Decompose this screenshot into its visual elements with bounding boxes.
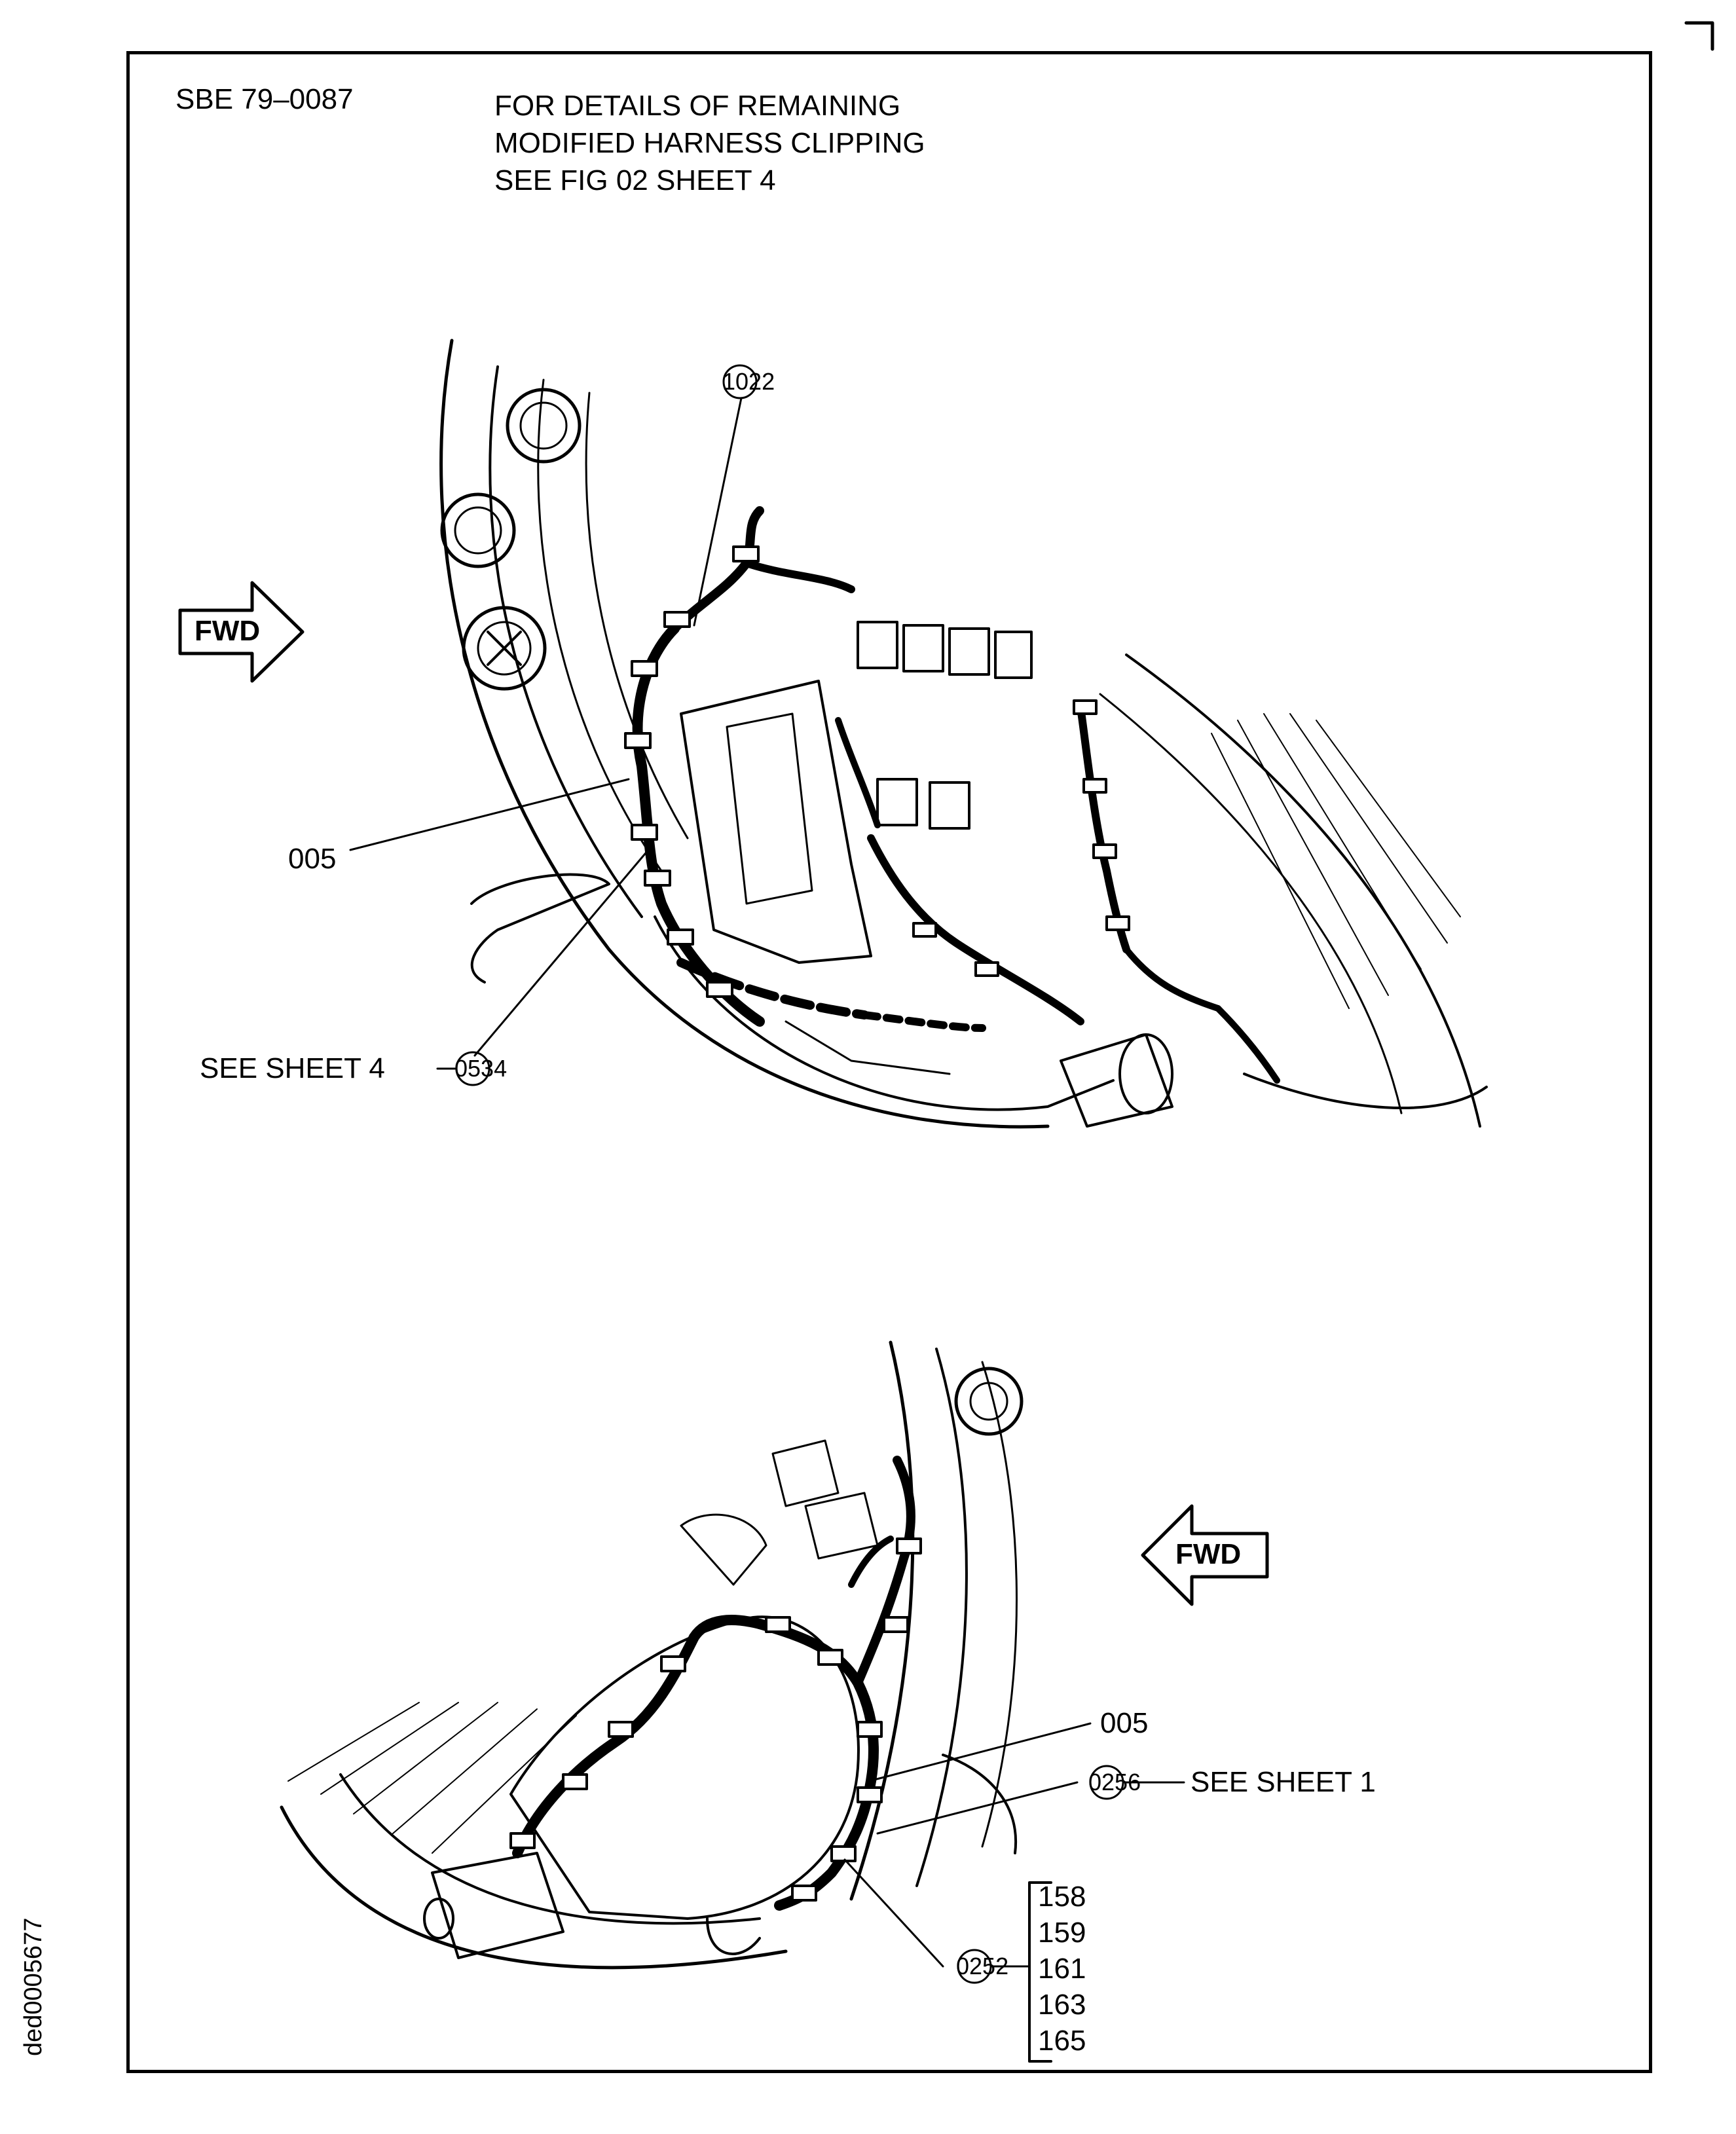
drawing-frame [126, 51, 1652, 2073]
sbe-reference: SBE 79–0087 [175, 83, 354, 115]
callout-005-top: 005 [288, 843, 337, 875]
bottom-engine-view [280, 1340, 1024, 1970]
note-line-1: FOR DETAILS OF REMAINING [494, 90, 901, 122]
part-number: 165 [1038, 2025, 1086, 2057]
note-line-3: SEE FIG 02 SHEET 4 [494, 164, 776, 196]
callout-0256: 0256 [1088, 1769, 1141, 1795]
callout-0252: 0252 [956, 1953, 1009, 1979]
see-sheet-1: SEE SHEET 1 [1191, 1766, 1376, 1798]
fwd-arrow-top [178, 581, 305, 683]
note-line-2: MODIFIED HARNESS CLIPPING [494, 127, 925, 159]
callout-1022: 1022 [722, 368, 775, 395]
corner-mark [1684, 21, 1714, 51]
see-sheet-4: SEE SHEET 4 [200, 1052, 385, 1084]
fwd-label-top: FWD [194, 615, 261, 647]
part-number: 158 [1038, 1881, 1086, 1913]
callout-0534: 0534 [454, 1055, 508, 1082]
part-number: 159 [1038, 1917, 1086, 1949]
part-number: 161 [1038, 1953, 1086, 1985]
part-number: 163 [1038, 1989, 1086, 2021]
top-engine-view [439, 339, 1488, 1129]
fwd-label-bottom: FWD [1175, 1538, 1242, 1570]
document-id: ded0005677 [20, 1917, 47, 2056]
callout-005-bottom: 005 [1100, 1707, 1149, 1739]
fwd-arrow-bottom [1141, 1504, 1269, 1606]
